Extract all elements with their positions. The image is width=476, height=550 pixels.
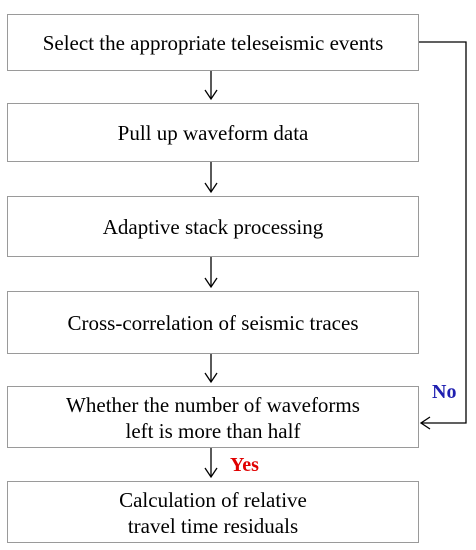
arrow-5-to-6 [204, 448, 218, 479]
step-cross-correlation-box: Cross-correlation of seismic traces [7, 291, 419, 354]
decision-waveforms-line-2: left is more than half [125, 419, 301, 443]
step-select-events-line-1: Select the appropriate teleseismic event… [42, 30, 384, 55]
step-cross-correlation-line-1: Cross-correlation of seismic traces [67, 310, 359, 335]
arrow-2-to-3 [204, 162, 218, 194]
decision-waveforms-box: Whether the number of waveforms left is … [7, 386, 419, 448]
step-calculation-line-1: Calculation of relative [119, 488, 307, 512]
step-calculation-line-2: travel time residuals [127, 514, 299, 538]
decision-waveforms-line-1: Whether the number of waveforms [66, 393, 360, 417]
step-calculation-box: Calculation of relative travel time resi… [7, 481, 419, 543]
step-pull-waveform-box: Pull up waveform data [7, 103, 419, 162]
arrow-4-to-5 [204, 354, 218, 384]
step-adaptive-stack-line-1: Adaptive stack processing [102, 214, 324, 239]
step-pull-waveform-line-1: Pull up waveform data [117, 120, 309, 145]
yes-branch-label: Yes [230, 454, 259, 476]
step-adaptive-stack-box: Adaptive stack processing [7, 196, 419, 257]
arrow-3-to-4 [204, 257, 218, 289]
step-select-events-box: Select the appropriate teleseismic event… [7, 14, 419, 71]
no-loop-arrow [419, 41, 467, 430]
arrow-1-to-2 [204, 71, 218, 101]
no-branch-label: No [432, 381, 457, 403]
